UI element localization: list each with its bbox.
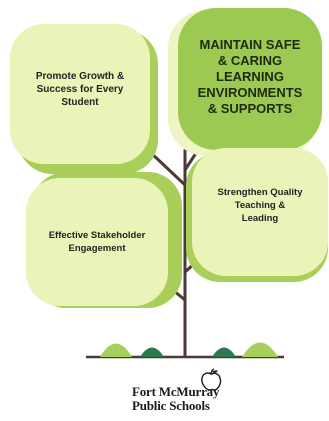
grass-mound-3 — [212, 347, 236, 357]
leaf-maintain-safe-environments: MAINTAIN SAFE & CARING LEARNING ENVIRONM… — [168, 8, 322, 156]
grass-mound-2 — [140, 347, 164, 357]
leaf-quality-teaching: Strengthen Quality Teaching & Leading — [186, 148, 328, 282]
leaf-stakeholder-engagement: Effective Stakeholder Engagement — [26, 172, 182, 308]
leaf-label: Promote Growth & Success for Every Stude… — [35, 70, 125, 108]
grass-mound-4 — [242, 342, 278, 357]
branch-upper-left — [148, 150, 187, 187]
leaf-promote-growth: Promote Growth & Success for Every Stude… — [10, 24, 158, 174]
leaf-face: Effective Stakeholder Engagement — [26, 178, 168, 306]
leaf-face: Strengthen Quality Teaching & Leading — [192, 148, 328, 276]
logo-line-1: Fort McMurray — [132, 384, 220, 399]
leaf-face: Promote Growth & Success for Every Stude… — [10, 24, 150, 164]
tree-branches — [148, 148, 207, 358]
apple-icon — [201, 368, 222, 391]
fort-mcmurray-logo: Fort McMurray Public Schools — [116, 368, 226, 418]
grass-mound-1 — [100, 343, 132, 357]
leaf-label: Strengthen Quality Teaching & Leading — [217, 186, 303, 224]
logo-line-2: Public Schools — [132, 398, 210, 413]
leaf-label: Effective Stakeholder Engagement — [48, 230, 146, 254]
leaf-face: MAINTAIN SAFE & CARING LEARNING ENVIRONM… — [178, 8, 322, 150]
leaf-label: MAINTAIN SAFE & CARING LEARNING ENVIRONM… — [197, 37, 303, 116]
